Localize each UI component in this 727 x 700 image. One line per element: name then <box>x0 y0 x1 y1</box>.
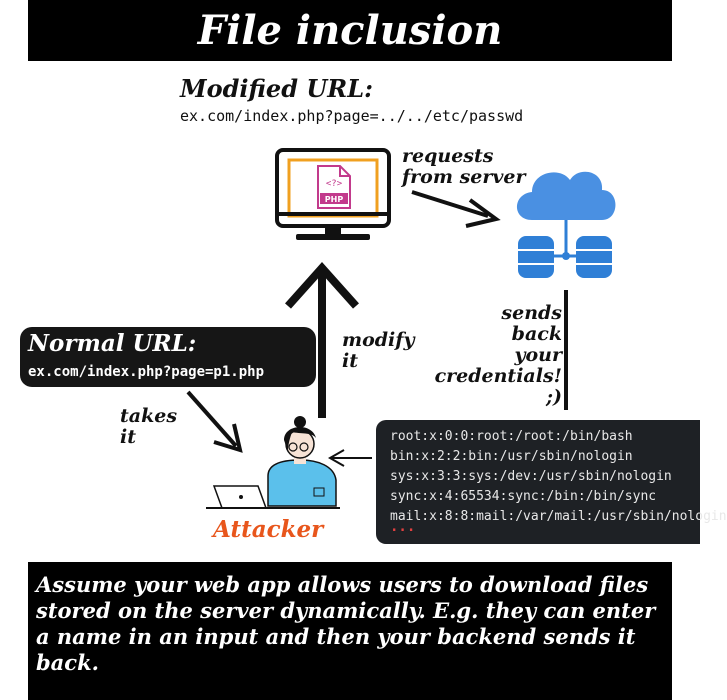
cloud-icon <box>517 171 616 220</box>
file-icon-code: <?> <box>326 179 343 189</box>
note-modify-it: modify it <box>342 329 415 372</box>
database-icon <box>518 220 612 278</box>
note-sends-back-credentials: sends back your credentials! ;) <box>434 302 562 408</box>
arrow-normal-url-to-attacker <box>186 390 243 453</box>
description-text: Assume your web app allows users to down… <box>36 572 656 675</box>
description-box: Assume your web app allows users to down… <box>28 562 672 700</box>
normal-url-label: Normal URL: <box>28 330 197 357</box>
arrow-computer-to-server <box>411 190 501 228</box>
normal-url-box: Normal URL: ex.com/index.php?page=p1.php <box>20 327 316 387</box>
arrow-attacker-to-computer <box>285 262 359 418</box>
terminal-ellipsis: ... <box>390 519 416 535</box>
passwd-terminal-output: root:x:0:0:root:/root:/bin/bash bin:x:2:… <box>376 420 727 544</box>
laptop-icon <box>206 485 340 509</box>
modified-url-text: ex.com/index.php?page=../../etc/passwd <box>180 107 524 125</box>
attacker-figure <box>267 416 337 507</box>
modified-url-label: Modified URL: <box>180 74 373 103</box>
terminal-line: bin:x:2:2:bin:/usr/sbin/nologin <box>390 449 633 464</box>
terminal-line: sync:x:4:65534:sync:/bin:/bin/sync <box>390 489 657 504</box>
normal-url-text: ex.com/index.php?page=p1.php <box>28 364 265 380</box>
computer-icon <box>275 148 391 240</box>
attacker-label: Attacker <box>213 516 324 543</box>
diagram-title: File inclusion <box>197 7 503 54</box>
note-takes-it: takes it <box>120 405 178 448</box>
terminal-line: sys:x:3:3:sys:/dev:/usr/sbin/nologin <box>390 469 672 484</box>
title-bar: File inclusion <box>28 0 672 61</box>
terminal-line: mail:x:8:8:mail:/var/mail:/usr/sbin/nolo… <box>390 509 727 524</box>
file-icon-ext: PHP <box>325 195 344 204</box>
terminal-line: root:x:0:0:root:/root:/bin/bash <box>390 429 633 444</box>
diagram-graphics: <?> PHP <box>186 148 616 509</box>
arrow-terminal-to-attacker <box>327 449 372 467</box>
note-requests-from-server: requests from server <box>402 145 526 188</box>
php-file-icon: <?> PHP <box>317 165 351 209</box>
